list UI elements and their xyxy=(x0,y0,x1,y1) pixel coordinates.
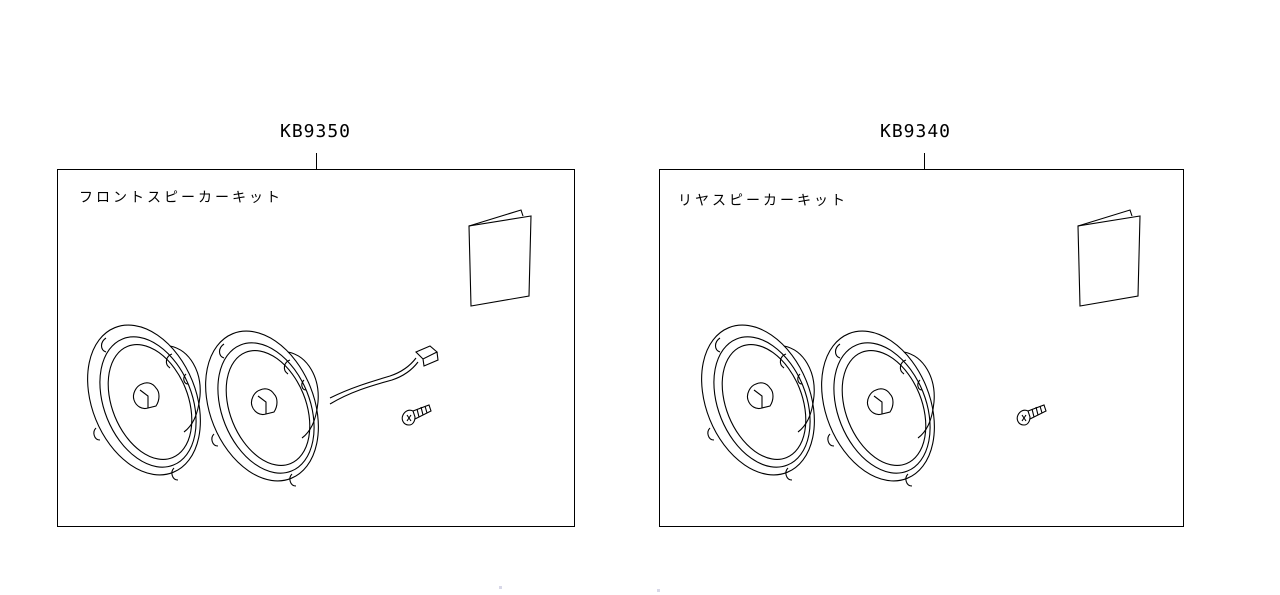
speaker-icon xyxy=(184,313,340,499)
screw-icon xyxy=(401,404,432,426)
speaker-icon xyxy=(66,307,222,493)
part-number-kb9340: KB9340 xyxy=(880,121,952,142)
booklet-icon xyxy=(468,209,532,307)
leader-line-kb9350 xyxy=(316,153,317,169)
screw-icon xyxy=(1016,404,1047,426)
wire-harness-icon xyxy=(329,345,439,405)
part-number-kb9350: KB9350 xyxy=(280,121,352,142)
leader-line-kb9340 xyxy=(924,153,925,169)
kit-box-rear: リヤスピーカーキット xyxy=(659,169,1184,527)
booklet-icon xyxy=(1077,209,1141,307)
scan-artifact xyxy=(499,586,502,589)
speaker-icon xyxy=(800,313,956,499)
speaker-icon xyxy=(680,307,836,493)
scan-artifact xyxy=(657,589,660,592)
kit-label-rear: リヤスピーカーキット xyxy=(678,193,848,209)
kit-box-front: フロントスピーカーキット xyxy=(57,169,575,527)
kit-label-front: フロントスピーカーキット xyxy=(79,190,283,206)
